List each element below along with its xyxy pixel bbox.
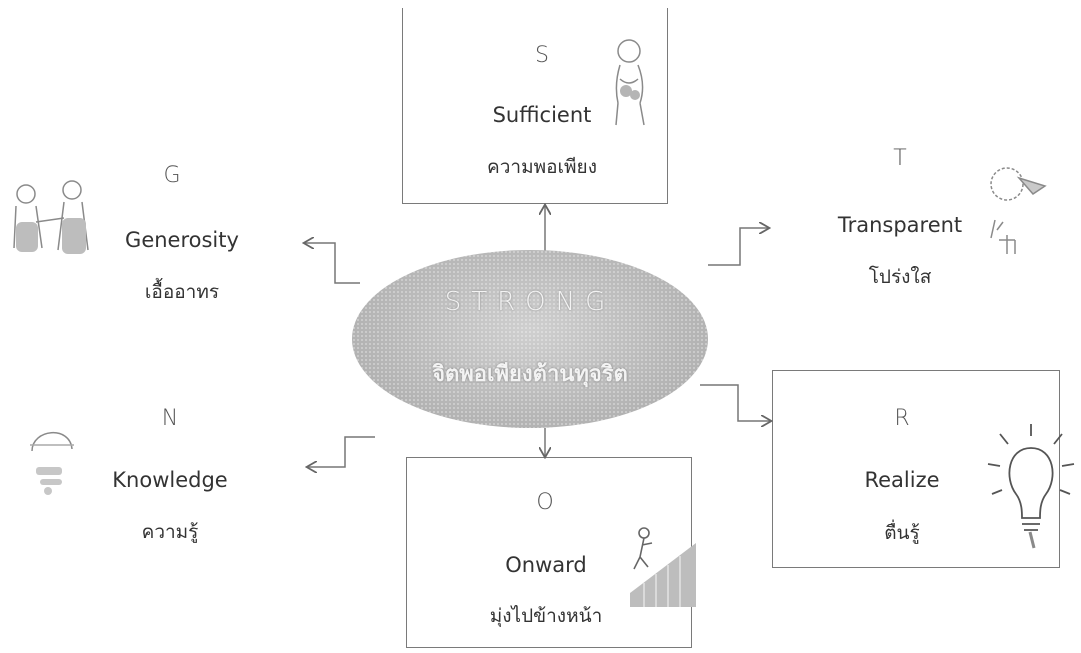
center-title: STRONG: [444, 287, 616, 317]
people-helping-icon: [13, 180, 89, 254]
center-ellipse: [352, 250, 708, 428]
node-o-thai: มุ่งไปข้างหน้า: [489, 605, 603, 627]
node-r-letter: R: [894, 406, 910, 431]
arrow-to-realize: [700, 384, 770, 421]
arrow-to-knowledge: [308, 436, 375, 467]
node-r-english: Realize: [864, 468, 940, 492]
node-t-english: Transparent: [837, 213, 963, 237]
stairs-climber-icon: [630, 527, 696, 607]
arrow-to-generosity: [305, 243, 360, 284]
node-g-english: Generosity: [125, 228, 239, 252]
node-o-letter: O: [536, 490, 554, 515]
node-g-thai: เอื้ออาทร: [144, 281, 220, 303]
node-r-thai: ตื่นรู้: [884, 522, 920, 544]
node-n-thai: ความรู้: [141, 521, 199, 543]
node-o-english: Onward: [505, 553, 587, 577]
node-s-english: Sufficient: [492, 103, 592, 127]
box-onward: [406, 457, 692, 648]
lightbulb-icon: [987, 424, 1075, 549]
node-s-thai: ความพอเพียง: [487, 156, 597, 178]
node-n-letter: N: [161, 406, 179, 431]
center-subtitle: จิตพอเพียงต้านทุจริต: [432, 362, 628, 387]
person-icon: [615, 39, 645, 126]
node-t-letter: T: [893, 146, 907, 171]
arrow-to-transparent: [708, 228, 768, 266]
node-s-letter: S: [535, 43, 549, 68]
thinking-head-icon: [30, 432, 74, 495]
node-g-letter: G: [163, 163, 181, 188]
node-t-thai: โปร่งใส: [868, 266, 932, 288]
node-n-english: Knowledge: [112, 468, 228, 492]
magnifier-person-icon: [990, 167, 1047, 254]
box-realize: [772, 370, 1060, 568]
